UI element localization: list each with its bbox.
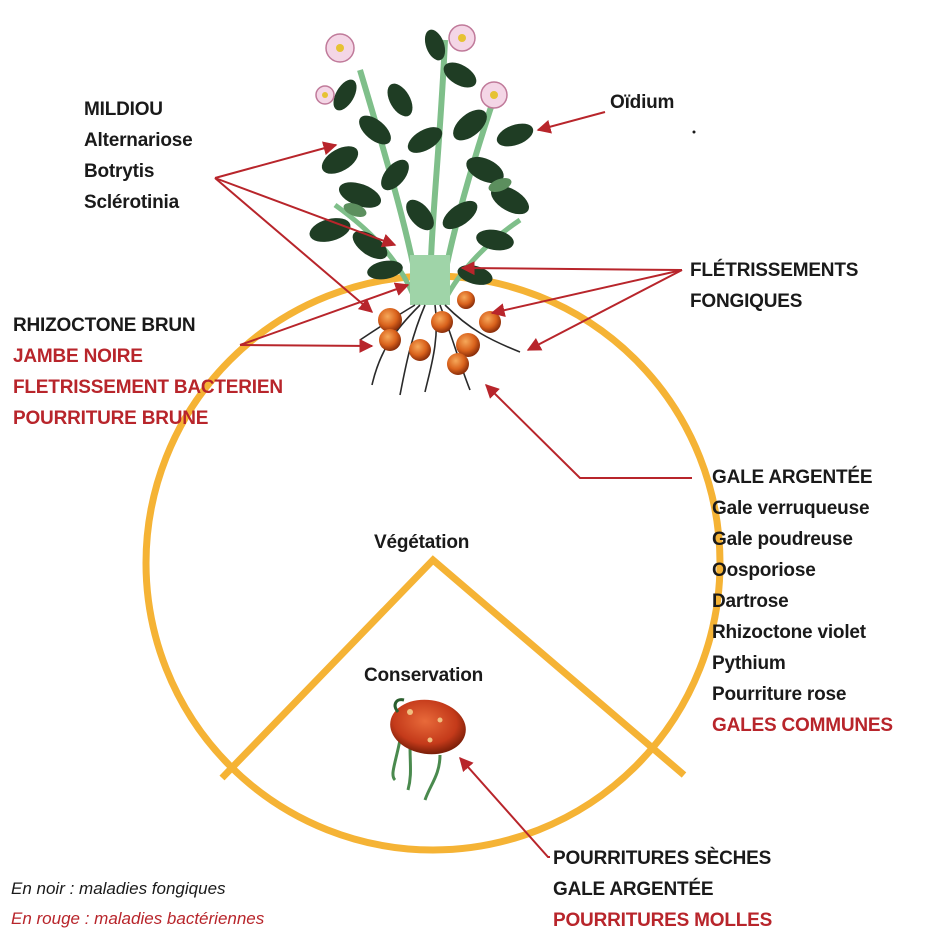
label-pourritures-seches: POURRITURES SÈCHES: [553, 843, 772, 874]
label-pythium: Pythium: [712, 648, 893, 679]
label-botrytis: Botrytis: [84, 156, 192, 187]
legend-bacteriennes: En rouge : maladies bactériennes: [11, 904, 264, 934]
label-gale-argentee-2: GALE ARGENTÉE: [553, 874, 772, 905]
label-mildiou: MILDIOU: [84, 94, 192, 125]
label-group-gale: GALE ARGENTÉE Gale verruqueuse Gale poud…: [712, 462, 893, 741]
label-conservation: Conservation: [364, 660, 483, 691]
arrow-gale: [486, 385, 692, 478]
label-jambe-noire: JAMBE NOIRE: [13, 341, 283, 372]
label-sclerotinia: Sclérotinia: [84, 187, 192, 218]
label-group-mildiou: MILDIOU Alternariose Botrytis Sclérotini…: [84, 94, 192, 218]
label-rhizoctone-violet: Rhizoctone violet: [712, 617, 893, 648]
label-group-rhizoctone: RHIZOCTONE BRUN JAMBE NOIRE FLETRISSEMEN…: [13, 310, 283, 434]
plant-illustration: [307, 25, 536, 395]
legend-fongiques: En noir : maladies fongiques: [11, 874, 264, 904]
arrow-fletrissement-1: [462, 268, 682, 270]
label-gale-argentee: GALE ARGENTÉE: [712, 462, 893, 493]
label-dartrose: Dartrose: [712, 586, 893, 617]
arrow-mildiou-leaf: [215, 145, 336, 178]
arrow-oidium: [538, 112, 605, 130]
label-group-pourritures: POURRITURES SÈCHES GALE ARGENTÉE POURRIT…: [553, 843, 772, 936]
label-pourritures-molles: POURRITURES MOLLES: [553, 905, 772, 936]
label-oosporiose: Oosporiose: [712, 555, 893, 586]
label-gales-communes: GALES COMMUNES: [712, 710, 893, 741]
label-fongiques: FONGIQUES: [690, 286, 858, 317]
label-rhizoctone-brun: RHIZOCTONE BRUN: [13, 310, 283, 341]
stored-tuber-illustration: [387, 695, 470, 800]
label-gale-verruqueuse: Gale verruqueuse: [712, 493, 893, 524]
label-vegetation: Végétation: [374, 527, 469, 558]
label-pourriture-brune: POURRITURE BRUNE: [13, 403, 283, 434]
legend: En noir : maladies fongiques En rouge : …: [11, 874, 264, 934]
label-oidium: Oïdium: [610, 87, 674, 118]
label-group-fletrissements: FLÉTRISSEMENTS FONGIQUES: [690, 255, 858, 317]
label-pourriture-rose: Pourriture rose: [712, 679, 893, 710]
arrow-fletrissement-3: [528, 270, 682, 350]
label-gale-poudreuse: Gale poudreuse: [712, 524, 893, 555]
label-fletrissement-bacterien: FLETRISSEMENT BACTERIEN: [13, 372, 283, 403]
label-alternariose: Alternariose: [84, 125, 192, 156]
label-fletrissements: FLÉTRISSEMENTS: [690, 255, 858, 286]
